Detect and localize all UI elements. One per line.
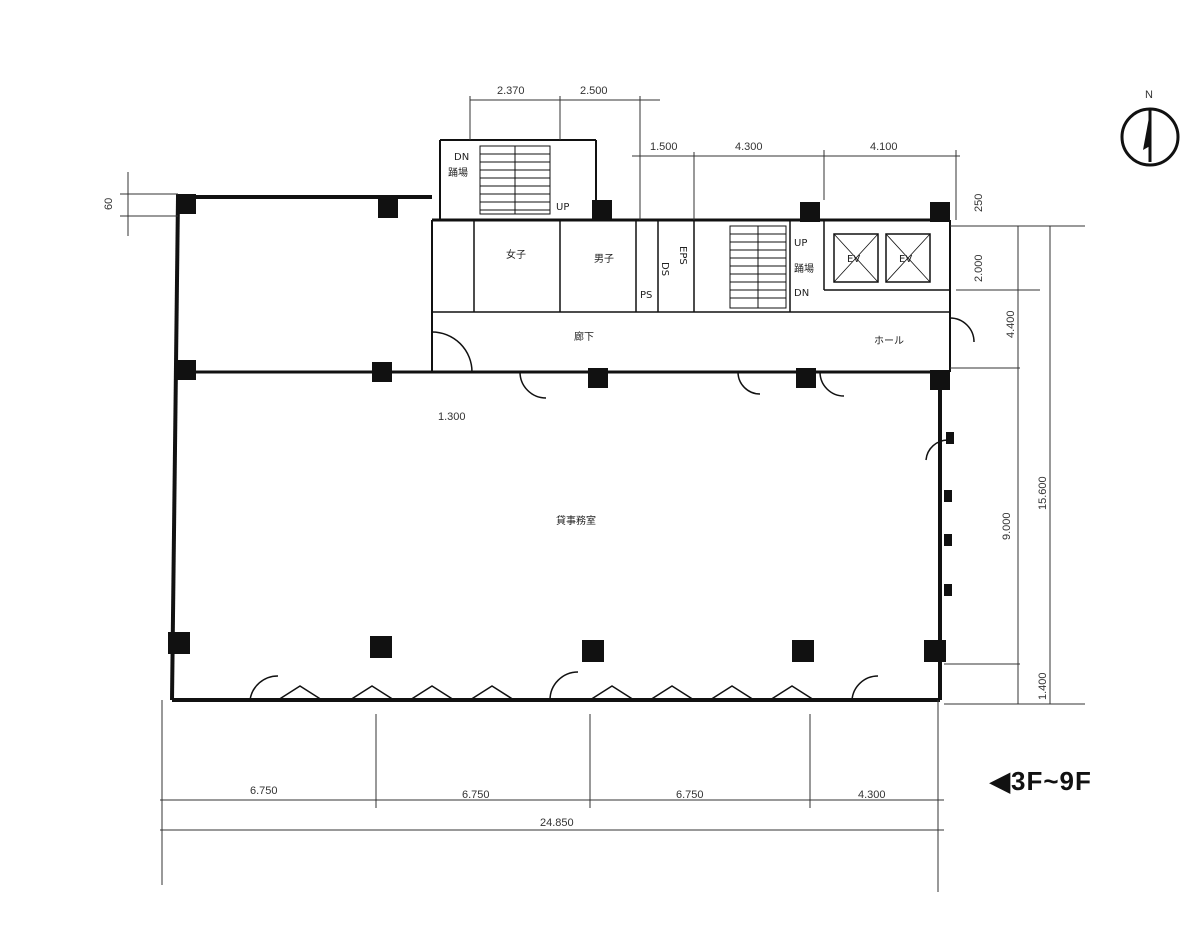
stair-2-dn: DN bbox=[794, 288, 809, 299]
column bbox=[588, 368, 608, 388]
dim-bottom-c: 6.750 bbox=[676, 789, 704, 801]
dim-top-a: 2.370 bbox=[497, 85, 525, 97]
column bbox=[800, 202, 820, 222]
stair-1-up: UP bbox=[556, 202, 569, 213]
elevators bbox=[833, 233, 931, 283]
dim-right-d: 9.000 bbox=[1001, 512, 1013, 540]
stair-2-up: UP bbox=[794, 238, 807, 249]
dim-right-a: 250 bbox=[973, 194, 985, 212]
room-ds: DS bbox=[659, 262, 670, 276]
dim-bottom-d: 4.300 bbox=[858, 789, 886, 801]
dim-right-b: 2.000 bbox=[973, 254, 985, 282]
column bbox=[592, 200, 612, 220]
dim-top-d: 4.300 bbox=[735, 141, 763, 153]
room-hall: ホール bbox=[874, 335, 904, 347]
column bbox=[792, 640, 814, 662]
dim-top-b: 2.500 bbox=[580, 85, 608, 97]
column bbox=[168, 632, 190, 654]
dim-bottom-b: 6.750 bbox=[462, 789, 490, 801]
column bbox=[924, 640, 946, 662]
north-compass: N bbox=[1120, 89, 1180, 167]
stair-1-treads bbox=[479, 145, 551, 215]
column bbox=[176, 360, 196, 380]
stair-2-treads bbox=[729, 225, 787, 309]
dim-right-c: 4.400 bbox=[1005, 310, 1017, 338]
room-wc-men: 男子 bbox=[594, 253, 614, 265]
window-openings bbox=[277, 685, 815, 701]
dim-top-c: 1.500 bbox=[650, 141, 678, 153]
room-ev-2: EV bbox=[899, 254, 912, 265]
stair-1-landing: 踊場 bbox=[448, 166, 468, 179]
dim-bottom-a: 6.750 bbox=[250, 785, 278, 797]
column bbox=[582, 640, 604, 662]
side-posts bbox=[944, 432, 954, 596]
room-ev-1: EV bbox=[847, 254, 860, 265]
room-eps: EPS bbox=[677, 246, 688, 265]
dim-top-e: 4.100 bbox=[870, 141, 898, 153]
column bbox=[372, 362, 392, 382]
stair-2-landing: 踊場 bbox=[794, 262, 814, 275]
room-ps: PS bbox=[640, 290, 652, 301]
column bbox=[176, 194, 196, 214]
dim-right-e: 15.600 bbox=[1037, 476, 1049, 510]
dim-left-a: 60 bbox=[103, 198, 115, 210]
room-office: 貸事務室 bbox=[556, 514, 596, 527]
dimension-lines bbox=[120, 96, 1085, 892]
room-labels: 貸事務室 廊下 ホール EV EV DN 踊場 UP UP 踊場 DN 女子 男… bbox=[448, 152, 912, 527]
doors bbox=[249, 317, 975, 701]
room-wc-women: 女子 bbox=[506, 248, 526, 261]
column bbox=[930, 202, 950, 222]
columns bbox=[168, 194, 950, 662]
dim-corridor: 1.300 bbox=[438, 411, 466, 423]
dim-bottom-total: 24.850 bbox=[540, 817, 574, 829]
column bbox=[370, 636, 392, 658]
dimension-texts: 2.370 2.500 1.500 4.300 4.100 60 250 2.0… bbox=[103, 85, 1049, 829]
floor-label: ◀3F~9F bbox=[989, 766, 1092, 796]
stair-1-dn: DN bbox=[454, 152, 469, 163]
dim-right-f: 1.400 bbox=[1037, 672, 1049, 700]
column bbox=[378, 198, 398, 218]
column bbox=[930, 370, 950, 390]
north-label: N bbox=[1145, 89, 1153, 101]
building-walls bbox=[170, 139, 951, 702]
room-corridor: 廊下 bbox=[574, 330, 594, 343]
column bbox=[796, 368, 816, 388]
